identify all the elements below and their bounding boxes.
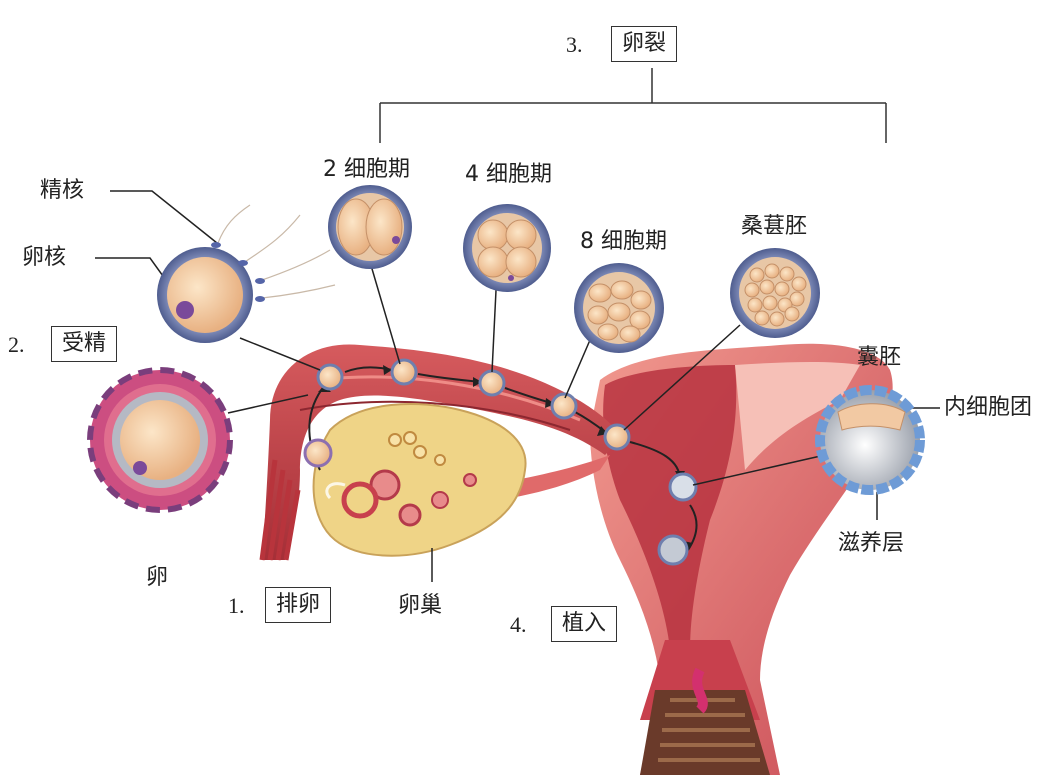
egg-cell: [87, 367, 233, 513]
stage-4-implantation-box: 植入: [551, 606, 618, 642]
stage-3-cleavage-box: 卵裂: [611, 26, 678, 62]
stage-2-fertilization-box: 受精: [51, 326, 118, 362]
label-egg-nucleus: 卵核: [22, 245, 67, 270]
label-four-cell: 4 细胞期: [465, 162, 552, 187]
fertilization-cell: [157, 204, 336, 343]
leader-lines: [95, 190, 940, 582]
stage-4-number: 4.: [510, 612, 527, 637]
ovulation-swirl: [325, 482, 346, 500]
ovary: [312, 403, 527, 557]
blastocyst: [815, 385, 925, 495]
label-sperm-nucleus: 精核: [40, 178, 85, 203]
two-cell-embryo: [328, 185, 412, 269]
morula: [730, 248, 820, 338]
stage-1-number: 1.: [228, 593, 245, 618]
cleavage-bracket: [379, 68, 887, 143]
label-two-cell: 2 细胞期: [323, 157, 410, 182]
label-morula: 桑葚胚: [741, 214, 808, 239]
tube-embryos: [303, 358, 698, 566]
label-trophoblast: 滋养层: [838, 531, 905, 556]
label-blastocyst: 囊胚: [857, 345, 902, 370]
stage-1-ovulation-box: 排卵: [265, 587, 332, 623]
label-eight-cell: 8 细胞期: [580, 229, 667, 254]
stage-2-number: 2.: [8, 332, 25, 357]
label-ovary: 卵巢: [398, 593, 443, 618]
four-cell-embryo: [463, 204, 551, 292]
eight-cell-embryo: [574, 263, 664, 353]
stage-3-number: 3.: [566, 32, 583, 57]
label-inner-cell-mass: 内细胞团: [944, 395, 1033, 420]
label-egg: 卵: [146, 565, 169, 590]
